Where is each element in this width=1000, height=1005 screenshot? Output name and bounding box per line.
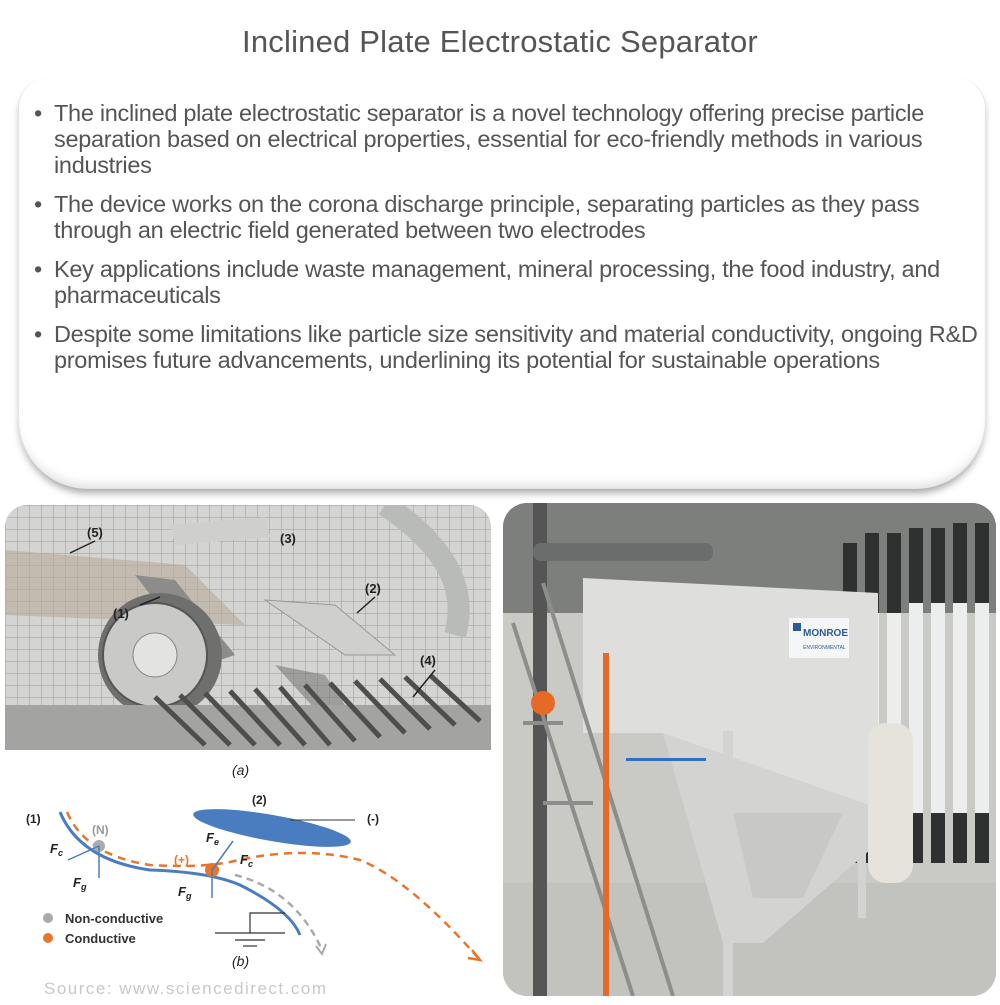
ground-icon — [215, 912, 285, 947]
bullet-item: The device works on the corona discharge… — [28, 191, 978, 243]
label-1: (1) — [113, 606, 129, 621]
label-4: (4) — [420, 653, 436, 668]
monroe-logo: MONROE — [803, 628, 848, 639]
page-title: Inclined Plate Electrostatic Separator — [242, 24, 758, 59]
electrode-1-label: (1) — [26, 812, 41, 826]
force-g-label-2: Fg — [178, 884, 192, 901]
force-c-label-2: Fc — [240, 852, 253, 869]
label-3: (3) — [280, 531, 296, 546]
conductive-path — [65, 811, 481, 961]
label-5: (5) — [87, 525, 103, 540]
electrode-1 — [58, 811, 302, 936]
electrode-2 — [193, 809, 351, 847]
force-e-label: Fe — [206, 830, 219, 847]
neutral-label: (N) — [92, 823, 109, 837]
industrial-separator-photo: MONROE ENVIRONMENTAL — [503, 503, 996, 996]
source-watermark: Source: www.sciencedirect.com — [44, 979, 327, 998]
force-g-label: Fg — [73, 875, 87, 892]
monroe-logo-sub: ENVIRONMENTAL — [803, 645, 846, 651]
caption-b: (b) — [232, 953, 249, 969]
bullet-item: The inclined plate electrostatic separat… — [28, 100, 978, 178]
legend-nonconductive: Non-conductive — [65, 911, 163, 926]
nonconductive-path — [234, 873, 324, 951]
bullet-list: The inclined plate electrostatic separat… — [28, 100, 978, 386]
electrode-2-label: (2) — [252, 793, 267, 807]
separation-diagram: (a) (2) (-) (1) (N) (+) Fc Fg Fe Fc Fg — [0, 750, 500, 1000]
legend-conductive: Conductive — [65, 931, 136, 946]
bullet-item: Despite some limitations like particle s… — [28, 321, 978, 373]
bullet-item: Key applications include waste managemen… — [28, 256, 978, 308]
force-c-label: Fc — [50, 841, 63, 858]
separator-photo: (1) (2) (3) (4) (5) — [5, 505, 491, 750]
label-2: (2) — [365, 581, 381, 596]
caption-a: (a) — [232, 762, 249, 778]
negative-label: (-) — [367, 812, 379, 826]
positive-label: (+) — [174, 853, 189, 867]
